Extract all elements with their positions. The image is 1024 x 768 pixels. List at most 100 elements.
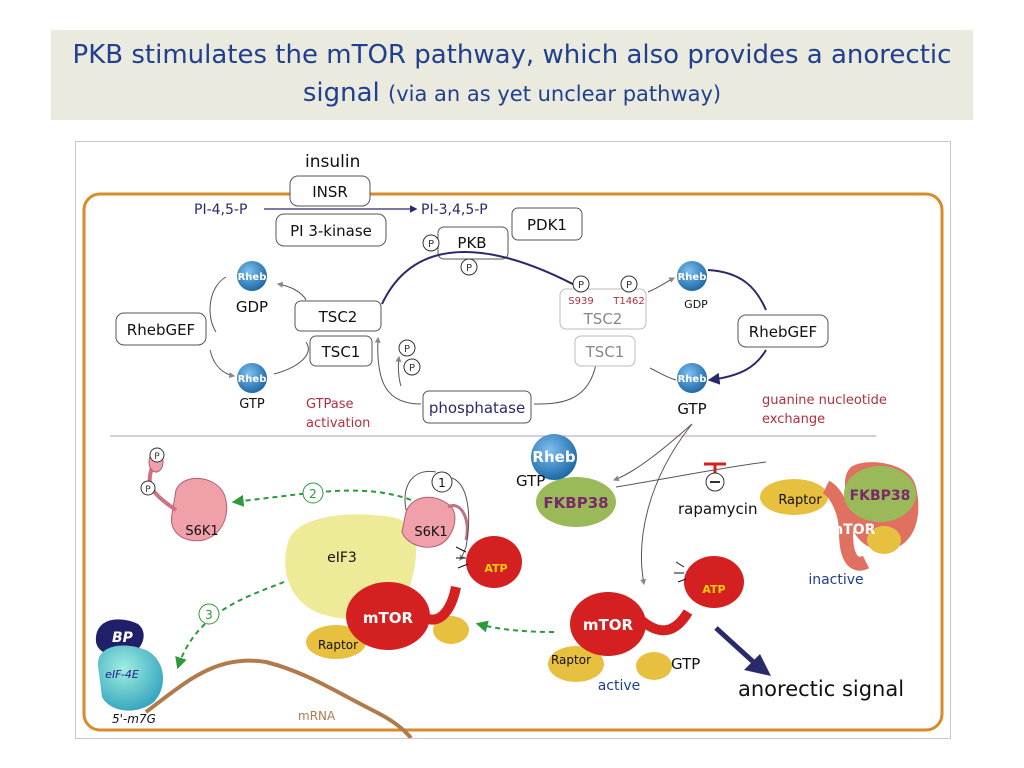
tsc1-label: TSC1 <box>321 343 361 361</box>
rheb-cycle-bottom-arrow <box>209 349 236 378</box>
gtpase-activation-text-1: GTPase <box>306 397 354 412</box>
fkbp38-blob-middle <box>536 477 616 527</box>
fkbp38-blob-inactive <box>844 466 916 522</box>
title-signal-word: signal <box>302 78 380 108</box>
phosphatase-arc-right <box>533 363 597 405</box>
tsc2-phospho-box <box>559 288 647 330</box>
rheb-gdp-ball <box>237 261 267 291</box>
rheb-gdp-ball-right <box>677 261 707 291</box>
pkb-label: PKB <box>457 234 486 252</box>
pdk1-box <box>511 207 583 241</box>
raptor-inactive-blob <box>760 479 828 515</box>
pdk1-label: PDK1 <box>527 216 567 234</box>
mtor-active-linker <box>637 609 693 636</box>
s6k1-phospho-top <box>149 447 165 463</box>
rheb-label: Rheb <box>678 374 707 385</box>
gtp-label: GTP <box>671 655 700 673</box>
gtpase-arc <box>273 341 309 375</box>
phosphatase-label: phosphatase <box>429 399 525 417</box>
guanine-text-1: guanine nucleotide <box>762 393 887 408</box>
mtor-label: mTOR <box>363 609 414 627</box>
step1-arrow <box>459 546 467 561</box>
step2-circle <box>302 482 324 504</box>
atp-label: ATP <box>484 562 507 575</box>
rheb-label: Rheb <box>532 448 575 466</box>
tsc2-label: TSC2 <box>318 308 358 326</box>
rheb-ball-complex <box>531 434 577 480</box>
raptor-label: Raptor <box>551 653 591 667</box>
p-label: P <box>578 280 584 291</box>
pathway-diagram: insulin INSR PI 3-kinase PI-4,5-P PI-3,4… <box>75 141 951 739</box>
bp-label: BP <box>112 630 134 646</box>
pi3kinase-label: PI 3-kinase <box>290 222 372 240</box>
s6k1-free-blob <box>170 477 228 542</box>
pkb-phospho-left <box>422 234 440 252</box>
inactive-label: inactive <box>808 572 863 588</box>
active-to-mtor-dashed-arrow <box>475 620 555 633</box>
slide-title-line1: PKB stimulates the mTOR pathway, which a… <box>72 40 952 70</box>
raptor-left-blob <box>306 625 366 659</box>
phosphatase-to-tsc2-arrow <box>374 336 422 405</box>
rheb-exchange-arrow <box>707 349 767 385</box>
m7g-label: 5'-m7G <box>112 712 156 726</box>
pkb-to-tsc2-arrow <box>381 251 587 305</box>
step2-label: 2 <box>309 487 317 501</box>
step1-label: 1 <box>438 476 446 490</box>
tsc2-label: TSC2 <box>583 310 623 328</box>
phospho-release-arrow <box>395 355 402 387</box>
mrna-strand <box>144 658 413 738</box>
s6k1-label: S6K1 <box>414 525 447 540</box>
gdp-label: GDP <box>684 298 708 311</box>
step1-circle <box>431 471 453 493</box>
rheb-gtp-ball <box>237 363 267 393</box>
raptor-label: Raptor <box>318 638 358 652</box>
mtor-left-linker <box>419 585 461 625</box>
atp-label: ATP <box>702 583 725 596</box>
tsc2-to-rheb-gdp-arrow <box>647 277 676 293</box>
eif4e-label: eIF-4E <box>105 668 139 681</box>
rheb-cycle-top-arc <box>209 276 227 333</box>
gtp-label: GTP <box>239 397 265 412</box>
tsc2-box <box>294 300 382 332</box>
tsc1-faded-box <box>574 335 636 367</box>
released-phospho-2 <box>403 358 421 376</box>
rheb-to-active-mtor-arrow <box>640 423 693 586</box>
mtor-inactive-arm <box>822 480 870 571</box>
pkb-phospho-bottom <box>460 258 478 276</box>
tsc2-phospho-s939 <box>572 275 590 293</box>
step3-circle <box>198 603 220 625</box>
step3-label: 3 <box>205 608 213 622</box>
atp-marks-left <box>455 546 469 569</box>
rheb-to-fkbp-arrow <box>612 423 693 482</box>
gdp-label: GDP <box>236 298 268 316</box>
mtor-left-kinase-domain <box>466 536 522 588</box>
gtp-label: GTP <box>516 472 545 490</box>
step2-dashed-arrow <box>231 489 412 507</box>
p-label: P <box>145 485 151 495</box>
cell-membrane <box>82 192 944 732</box>
mtor-active-body <box>570 592 646 656</box>
s6k1-label: S6K1 <box>185 524 218 539</box>
raptor-active-blob <box>548 646 604 682</box>
title-box: PKB stimulates the mTOR pathway, which a… <box>51 30 973 120</box>
rhebgef-box-right <box>737 314 829 348</box>
fkbp38-label: FKBP38 <box>543 494 608 512</box>
mtor-label: mTOR <box>829 522 876 538</box>
mtor-active-kinase-domain <box>684 556 744 608</box>
rheb-label: Rheb <box>678 272 707 283</box>
s6k1-phospho-mid <box>140 480 156 496</box>
pi45p-label: PI-4,5-P <box>194 202 247 218</box>
pathway-svg: insulin INSR PI 3-kinase PI-4,5-P PI-3,4… <box>82 152 944 738</box>
rhebgef-label: RhebGEF <box>749 323 817 341</box>
rapamycin-label: rapamycin <box>678 500 757 518</box>
gtpase-arrow <box>276 281 307 301</box>
p-label: P <box>626 280 632 291</box>
mtor-label: mTOR <box>583 616 634 634</box>
slide-title-line2: signal (via an as yet unclear pathway) <box>51 78 973 108</box>
rheb-gtp-ball-right <box>677 363 707 393</box>
gtpase-activation-text-2: activation <box>306 416 370 431</box>
released-phospho-1 <box>398 339 416 357</box>
step3-dashed-arrow <box>175 581 285 670</box>
raptor-label: Raptor <box>778 493 822 508</box>
inactive-to-fkbp-arc <box>615 461 767 488</box>
